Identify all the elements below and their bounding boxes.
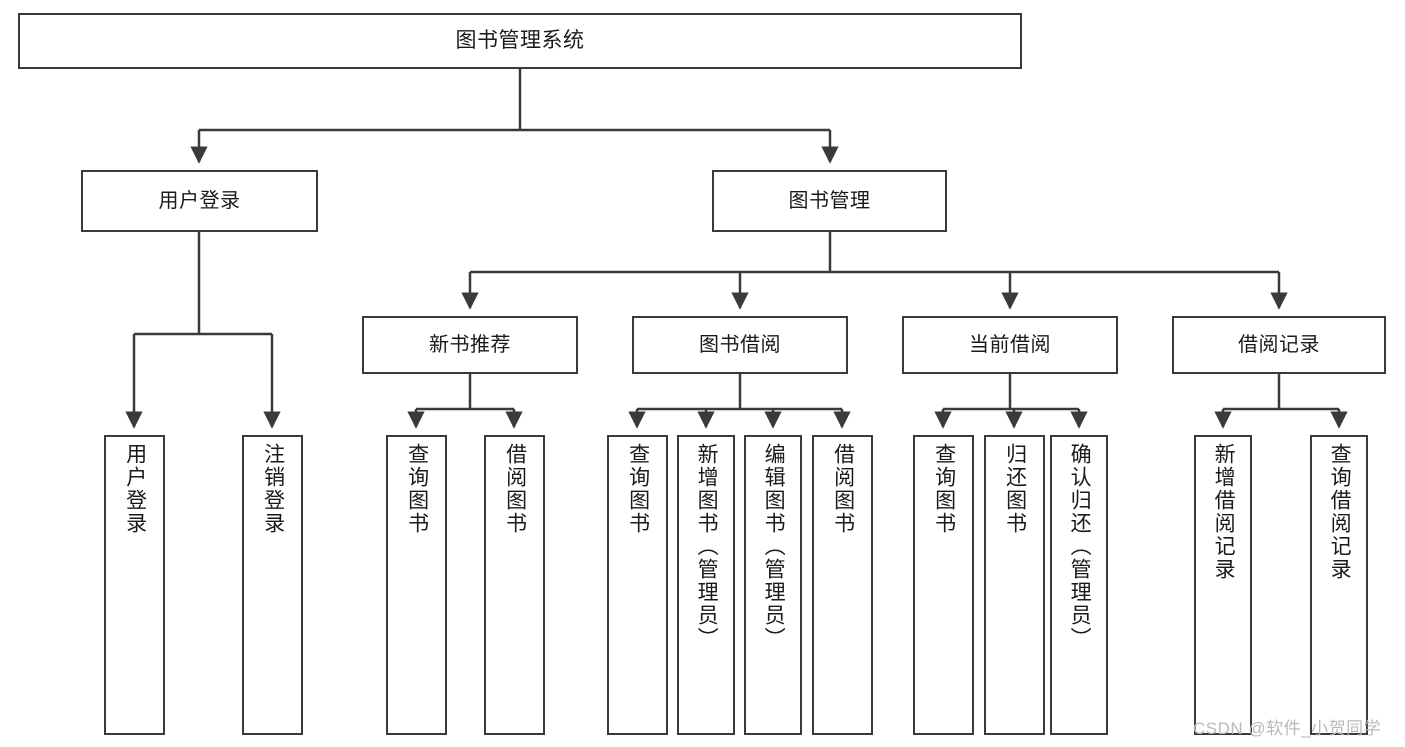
node-current-borrow[interactable]: 当前借阅 [902,316,1118,374]
node-leaf-borrow-book-rec-label: 借阅图书 [503,443,527,535]
node-leaf-user-login[interactable]: 用户登录 [104,435,165,735]
node-borrow-record[interactable]: 借阅记录 [1172,316,1386,374]
node-leaf-add-borrow-record-label: 新增借阅记录 [1212,443,1236,581]
node-borrow-record-label: 借阅记录 [1238,334,1320,356]
node-leaf-query-book-rec[interactable]: 查询图书 [386,435,447,735]
node-leaf-add-borrow-record[interactable]: 新增借阅记录 [1194,435,1252,735]
node-leaf-return-book[interactable]: 归还图书 [984,435,1045,735]
node-leaf-query-borrow-record[interactable]: 查询借阅记录 [1310,435,1368,735]
node-leaf-edit-book-admin-label: 编辑图书（管理员） [762,443,786,650]
node-user-login[interactable]: 用户登录 [81,170,318,232]
node-leaf-user-logout[interactable]: 注销登录 [242,435,303,735]
node-book-borrow[interactable]: 图书借阅 [632,316,848,374]
node-leaf-borrow-book-label: 借阅图书 [831,443,855,535]
node-leaf-query-book-rec-label: 查询图书 [405,443,429,535]
node-leaf-borrow-book[interactable]: 借阅图书 [812,435,873,735]
node-book-borrow-label: 图书借阅 [699,334,781,356]
node-leaf-confirm-return-admin[interactable]: 确认归还（管理员） [1050,435,1108,735]
node-leaf-query-book-cur[interactable]: 查询图书 [913,435,974,735]
node-leaf-query-book-borrow[interactable]: 查询图书 [607,435,668,735]
node-leaf-borrow-book-rec[interactable]: 借阅图书 [484,435,545,735]
node-leaf-add-book-admin-label: 新增图书（管理员） [695,443,719,650]
node-new-book-recommend[interactable]: 新书推荐 [362,316,578,374]
node-current-borrow-label: 当前借阅 [969,334,1051,356]
node-leaf-add-book-admin[interactable]: 新增图书（管理员） [677,435,735,735]
node-book-manage-label: 图书管理 [788,190,871,212]
node-leaf-user-login-label: 用户登录 [123,443,147,535]
csdn-watermark: CSDN @软件_小贺同学 [1193,719,1382,738]
node-leaf-query-book-borrow-label: 查询图书 [626,443,650,535]
node-leaf-user-logout-label: 注销登录 [261,443,285,535]
node-root[interactable]: 图书管理系统 [18,13,1022,69]
node-new-book-recommend-label: 新书推荐 [429,334,511,356]
node-leaf-query-book-cur-label: 查询图书 [932,443,956,535]
node-leaf-confirm-return-admin-label: 确认归还（管理员） [1068,443,1092,650]
node-user-login-label: 用户登录 [158,190,241,212]
node-leaf-return-book-label: 归还图书 [1003,443,1027,535]
node-leaf-edit-book-admin[interactable]: 编辑图书（管理员） [744,435,802,735]
node-root-label: 图书管理系统 [455,29,585,53]
node-book-manage[interactable]: 图书管理 [712,170,947,232]
node-leaf-query-borrow-record-label: 查询借阅记录 [1328,443,1352,581]
